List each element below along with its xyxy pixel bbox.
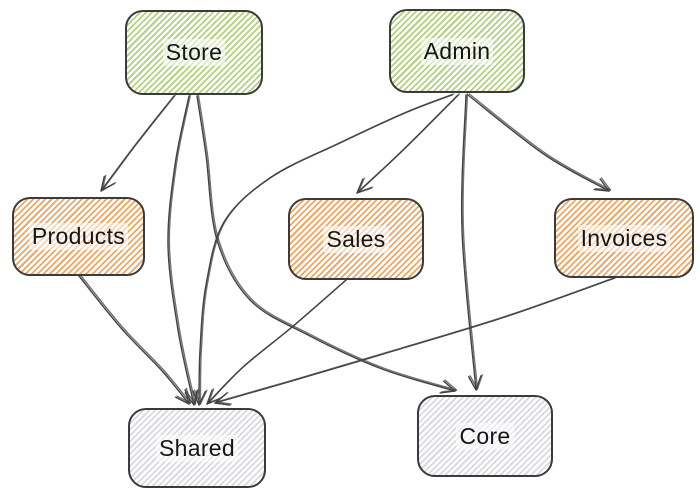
edge-admin-sales bbox=[356, 93, 461, 194]
node-store[interactable]: Store bbox=[125, 10, 263, 95]
edge-store-shared bbox=[167, 94, 200, 406]
node-products[interactable]: Products bbox=[12, 197, 145, 276]
arrowhead-sales-shared bbox=[207, 388, 223, 404]
node-label-invoices: Invoices bbox=[577, 224, 671, 252]
node-label-store: Store bbox=[162, 39, 226, 66]
edge-admin-core bbox=[460, 93, 483, 391]
arrowhead-store-shared bbox=[185, 388, 200, 405]
node-core[interactable]: Core bbox=[417, 395, 553, 477]
edge-admin-invoices bbox=[467, 93, 612, 192]
arrowhead-admin-shared bbox=[193, 389, 208, 405]
arrowhead-store-core bbox=[440, 379, 458, 393]
arrowhead-products-shared bbox=[174, 388, 190, 405]
arrowhead-store-products bbox=[101, 174, 117, 191]
node-shared[interactable]: Shared bbox=[128, 408, 266, 488]
node-label-products: Products bbox=[28, 223, 129, 250]
node-invoices[interactable]: Invoices bbox=[554, 198, 694, 278]
edge-sales-shared bbox=[206, 278, 349, 405]
arrowhead-admin-sales bbox=[357, 177, 374, 193]
edge-store-products bbox=[100, 94, 177, 192]
arrowhead-admin-core bbox=[469, 374, 483, 390]
arrowhead-admin-sales bbox=[356, 178, 372, 194]
arrowhead-invoices-shared bbox=[214, 392, 231, 406]
arrowhead-admin-invoices bbox=[593, 178, 610, 192]
edge-invoices-shared bbox=[214, 276, 618, 406]
node-label-admin: Admin bbox=[420, 37, 494, 65]
edge-products-shared bbox=[78, 274, 192, 405]
arrowhead-admin-core bbox=[468, 375, 482, 391]
node-label-sales: Sales bbox=[323, 225, 389, 253]
arrowhead-sales-shared bbox=[206, 389, 222, 405]
node-label-core: Core bbox=[456, 422, 514, 450]
node-label-shared: Shared bbox=[156, 434, 238, 462]
arrowhead-store-shared bbox=[184, 389, 198, 406]
node-sales[interactable]: Sales bbox=[288, 198, 424, 280]
arrowhead-store-core bbox=[439, 380, 456, 394]
arrowhead-invoices-shared bbox=[215, 391, 232, 405]
node-admin[interactable]: Admin bbox=[389, 9, 525, 93]
arrowhead-store-products bbox=[100, 175, 115, 192]
arrowhead-admin-shared bbox=[192, 390, 207, 406]
arrowhead-admin-invoices bbox=[594, 177, 612, 191]
arrowhead-products-shared bbox=[176, 387, 192, 404]
